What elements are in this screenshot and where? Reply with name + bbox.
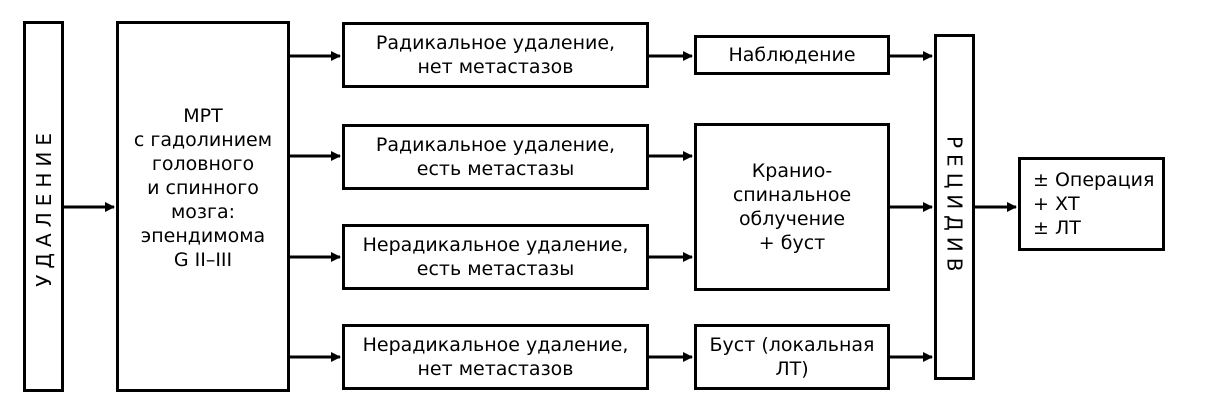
mri-box: МРТ с гадолинием головного и спинного мо… xyxy=(116,21,290,392)
mri-label: МРТ с гадолинием головного и спинного мо… xyxy=(133,105,273,271)
boost-local-box: Буст (локальная ЛТ) xyxy=(694,324,890,390)
nonradical-no-mets-box: Нерадикальное удаление, нет метастазов xyxy=(342,324,649,390)
radical-no-mets-label: Радикальное удаление, нет метастазов xyxy=(375,32,616,78)
craniospinal-label: Кранио- спинальное облучение + буст xyxy=(732,160,852,254)
removal-box: УДАЛЕНИЕ xyxy=(23,21,64,392)
radical-mets-box: Радикальное удаление, есть метастазы xyxy=(342,124,649,190)
treatment-box: ± Операция + ХТ ± ЛТ xyxy=(1018,157,1165,251)
removal-label: УДАЛЕНИЕ xyxy=(31,126,56,287)
nonradical-mets-label: Нерадикальное удаление, есть метастазы xyxy=(362,234,629,280)
boost-local-label: Буст (локальная ЛТ) xyxy=(709,334,875,380)
treatment-label: ± Операция + ХТ ± ЛТ xyxy=(1033,169,1155,239)
radical-mets-label: Радикальное удаление, есть метастазы xyxy=(375,134,616,180)
nonradical-mets-box: Нерадикальное удаление, есть метастазы xyxy=(342,224,649,290)
radical-no-mets-box: Радикальное удаление, нет метастазов xyxy=(342,22,649,88)
observation-label: Наблюдение xyxy=(728,44,856,66)
relapse-label: РЕЦИДИВ xyxy=(942,136,967,278)
craniospinal-box: Кранио- спинальное облучение + буст xyxy=(694,123,890,291)
nonradical-no-mets-label: Нерадикальное удаление, нет метастазов xyxy=(362,334,629,380)
relapse-box: РЕЦИДИВ xyxy=(934,34,975,380)
observation-box: Наблюдение xyxy=(694,35,890,75)
